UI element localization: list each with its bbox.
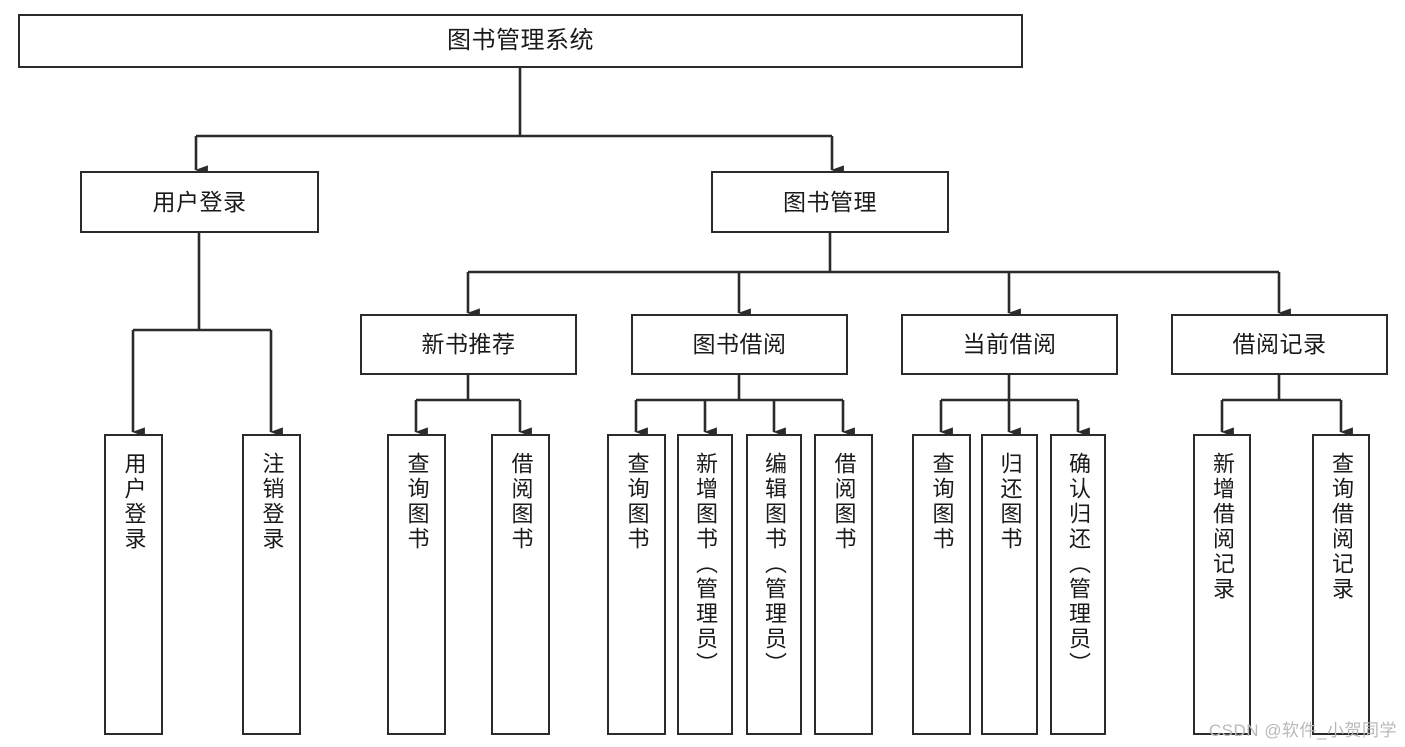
node-book-borrow-label: 图书借阅: [692, 331, 787, 358]
node-leaf-add-book[interactable]: 新增图书（管理员）: [677, 434, 733, 735]
node-book-borrow[interactable]: 图书借阅: [631, 314, 848, 375]
node-leaf-borrow-book-1[interactable]: 借阅图书: [491, 434, 550, 735]
node-user-login[interactable]: 用户登录: [80, 171, 319, 233]
node-leaf-query-book-1[interactable]: 查询图书: [387, 434, 446, 735]
node-current-borrow[interactable]: 当前借阅: [901, 314, 1118, 375]
watermark-text: CSDN @软件_小贺同学: [1208, 721, 1397, 740]
node-root-label: 图书管理系统: [447, 27, 594, 55]
node-leaf-borrow-book-1-label: 借阅图书: [508, 452, 534, 552]
node-user-login-label: 用户登录: [152, 188, 247, 215]
node-leaf-return-book-label: 归还图书: [997, 452, 1023, 552]
node-leaf-query-book-2[interactable]: 查询图书: [607, 434, 666, 735]
node-leaf-user-login[interactable]: 用户登录: [104, 434, 163, 735]
node-leaf-query-book-3[interactable]: 查询图书: [912, 434, 971, 735]
node-leaf-edit-book-label: 编辑图书（管理员）: [762, 452, 787, 677]
node-leaf-add-record-label: 新增借阅记录: [1210, 452, 1235, 602]
node-leaf-return-book[interactable]: 归还图书: [981, 434, 1038, 735]
node-book-manage-label: 图书管理: [783, 188, 877, 215]
node-leaf-edit-book[interactable]: 编辑图书（管理员）: [746, 434, 802, 735]
node-leaf-query-book-3-label: 查询图书: [929, 452, 955, 552]
node-current-borrow-label: 当前借阅: [962, 331, 1057, 358]
node-leaf-borrow-book-2[interactable]: 借阅图书: [814, 434, 873, 735]
node-book-manage[interactable]: 图书管理: [711, 171, 949, 233]
node-leaf-confirm-return-label: 确认归还（管理员）: [1066, 452, 1091, 677]
node-leaf-borrow-book-2-label: 借阅图书: [831, 452, 857, 552]
node-new-book-rec-label: 新书推荐: [421, 331, 516, 358]
node-leaf-query-book-2-label: 查询图书: [624, 452, 650, 552]
node-borrow-record-label: 借阅记录: [1232, 331, 1327, 358]
node-leaf-query-record-label: 查询借阅记录: [1329, 452, 1354, 602]
node-leaf-add-record[interactable]: 新增借阅记录: [1193, 434, 1251, 735]
node-leaf-query-book-1-label: 查询图书: [404, 452, 430, 552]
node-leaf-add-book-label: 新增图书（管理员）: [693, 452, 718, 677]
node-leaf-confirm-return[interactable]: 确认归还（管理员）: [1050, 434, 1106, 735]
node-leaf-user-login-label: 用户登录: [121, 452, 147, 552]
node-leaf-user-logout-label: 注销登录: [259, 452, 285, 552]
node-borrow-record[interactable]: 借阅记录: [1171, 314, 1388, 375]
node-leaf-query-record[interactable]: 查询借阅记录: [1312, 434, 1370, 735]
node-new-book-rec[interactable]: 新书推荐: [360, 314, 577, 375]
node-leaf-user-logout[interactable]: 注销登录: [242, 434, 301, 735]
node-root[interactable]: 图书管理系统: [18, 14, 1023, 68]
